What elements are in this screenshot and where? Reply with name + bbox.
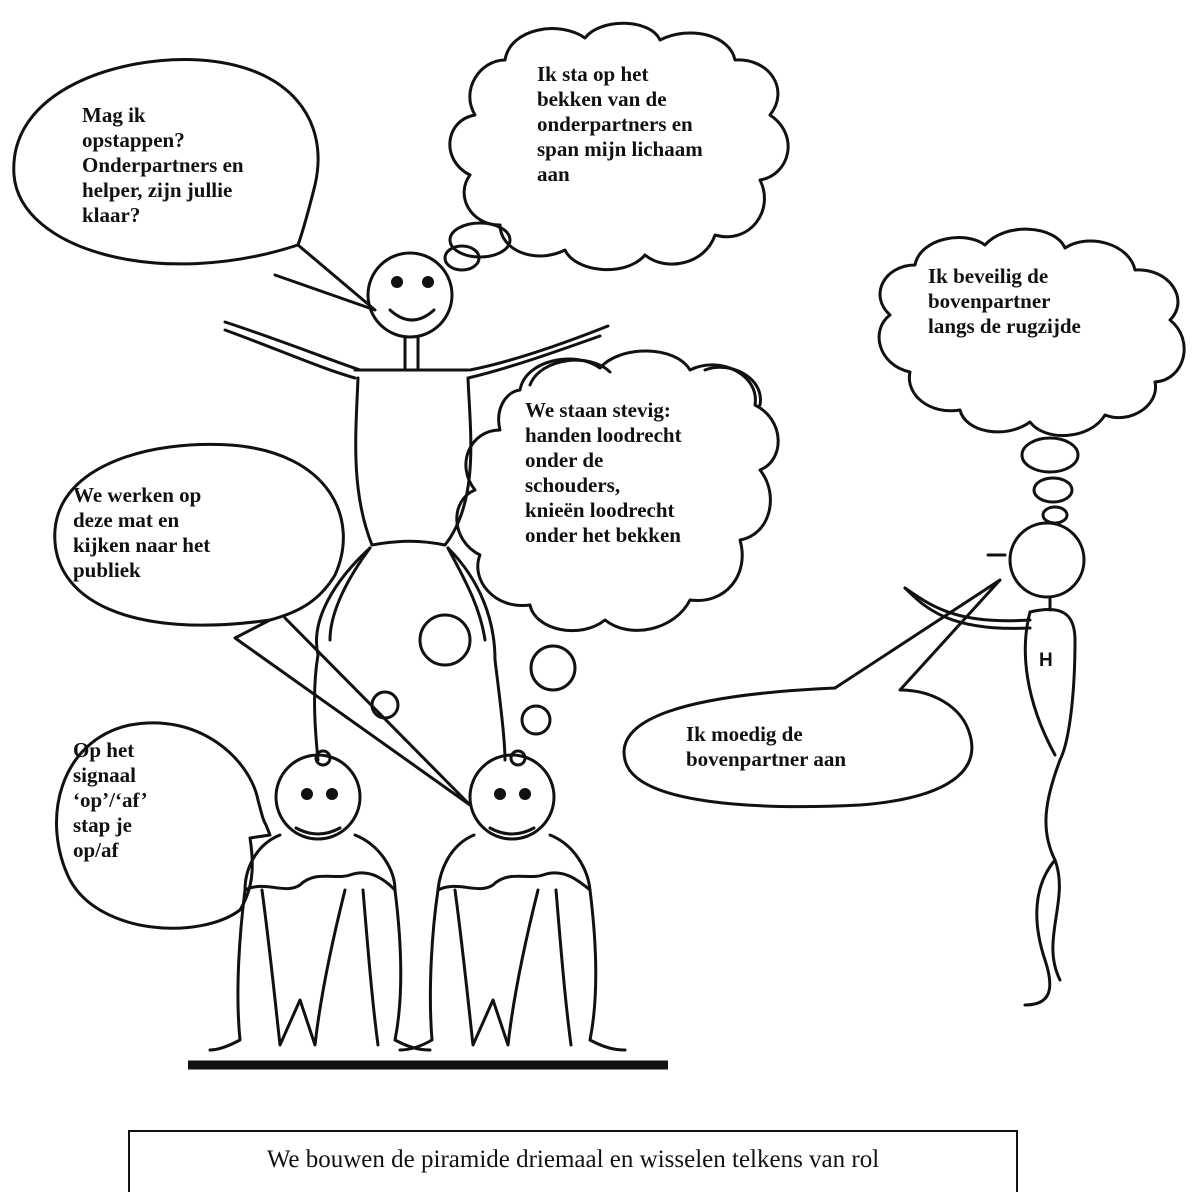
base-thought-bubble [370,349,780,736]
text-line: kijken naar het [73,533,211,557]
helper-thought-puff-3 [1041,505,1069,525]
top-partner-head [366,251,454,339]
top-speech-bubble [12,58,377,312]
caption-box: We bouwen de piramide driemaal en wissel… [128,1130,1018,1192]
helper-thought-puff-1 [1020,436,1080,474]
text-line: onder de [525,448,604,472]
base-speech-text: We werken op deze mat en kijken naar het… [73,483,210,583]
base-thought-puff-2 [529,644,577,692]
text-line: knieën loodrecht [525,498,675,522]
top-thought-puff-2 [443,244,481,272]
base-partner-right-figure [398,749,627,1052]
text-line: span mijn lichaam [537,137,703,161]
text-line: Ik beveilig de [928,264,1049,288]
top-speech-text: Mag ik opstappen? Onderpartners en helpe… [82,103,244,228]
text-line: helper, zijn jullie [82,178,233,202]
base-partner-right-head [468,753,556,841]
text-line: handen loodrecht [525,423,682,447]
text-line: signaal [73,763,137,787]
helper-speech-bubble [622,578,1002,809]
top-thought-bubble [443,21,790,272]
text-line: stap je [73,813,132,837]
caption-text: We bouwen de piramide driemaal en wissel… [266,1146,880,1173]
base-thought-puff-4 [370,690,400,720]
helper-speech-text: Ik moedig de bovenpartner aan [686,722,846,772]
top-partner-figure [223,251,610,762]
text-line: bovenpartner [928,289,1051,313]
text-line: onderpartners en [537,112,693,136]
text-line: Mag ik [82,103,146,127]
base-partner-left-figure [208,749,432,1052]
text-line: bovenpartner aan [686,747,847,771]
text-line: deze mat en [73,508,180,532]
text-line: schouders, [525,473,621,497]
text-line: aan [537,162,570,186]
left-speech-text: Op het signaal ‘op’/‘af’ stap je op/af [73,738,148,863]
text-line: op/af [73,838,119,862]
text-line: opstappen? [82,128,185,152]
text-line: Op het [73,738,135,762]
text-line: Ik moedig de [686,722,803,746]
base-speech-bubble [53,442,472,807]
text-line: bekken van de [537,87,667,111]
text-line: klaar? [82,203,141,227]
left-speech-bubble [55,721,272,930]
helper-head [1008,521,1086,599]
text-line: publiek [73,558,141,582]
helper-figure [903,521,1086,1007]
helper-label: H [1039,650,1053,671]
helper-thought-puff-2 [1032,476,1074,504]
text-line: langs de rugzijde [928,314,1081,338]
top-thought-puff-1 [448,221,512,259]
text-line: Ik sta op het [537,62,649,86]
base-thought-puff-3 [520,704,552,736]
helper-thought-text: Ik beveilig de bovenpartner langs de rug… [928,264,1081,339]
top-thought-text: Ik sta op het bekken van de onderpartner… [537,62,703,187]
base-thought-puff-1 [418,613,472,667]
base-thought-text: We staan stevig: handen loodrecht onder … [525,398,682,548]
text-line: We staan stevig: [525,398,671,422]
text-line: We werken op [73,483,202,507]
helper-thought-bubble [877,227,1186,525]
text-line: Onderpartners en [82,153,244,177]
text-line: onder het bekken [525,523,681,547]
base-partner-left-head [274,753,362,841]
text-line: ‘op’/‘af’ [73,788,148,812]
